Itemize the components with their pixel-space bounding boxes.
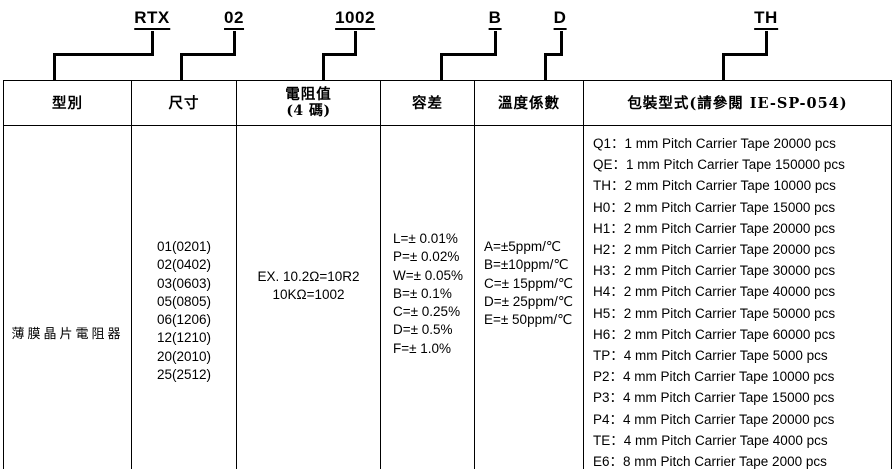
leader-tolerance-cross bbox=[440, 53, 497, 56]
leader-tolerance-drop bbox=[440, 53, 443, 82]
column-header-tolerance: 容差 bbox=[380, 80, 475, 126]
cell-size: 01(0201) 02(0402) 03(0603) 05(0805) 06(1… bbox=[131, 124, 237, 469]
leader-tcr-stem bbox=[560, 31, 563, 56]
leader-packaging-drop bbox=[722, 53, 725, 82]
code-label-packaging: TH bbox=[754, 8, 778, 30]
column-header-resistance-label: 電阻值 bbox=[285, 86, 332, 103]
leader-resistance-cross bbox=[322, 53, 357, 56]
leader-type-stem bbox=[151, 31, 154, 56]
leader-tcr-drop bbox=[544, 53, 547, 82]
code-label-tcr: D bbox=[553, 8, 567, 30]
cell-tcr: A=±5ppm/℃ B=±10ppm/℃ C=± 15ppm/℃ D=± 25p… bbox=[474, 124, 584, 469]
column-header-type: 型別 bbox=[3, 80, 132, 126]
column-header-type-label: 型別 bbox=[52, 94, 83, 112]
cell-resistance: EX. 10.2Ω=10R2 10KΩ=1002 bbox=[236, 124, 381, 469]
leader-size-stem bbox=[233, 31, 236, 56]
column-header-resistance: 電阻值(4 碼) bbox=[236, 80, 381, 126]
leader-packaging-stem bbox=[765, 31, 768, 56]
cell-tcr-text: A=±5ppm/℃ B=±10ppm/℃ C=± 15ppm/℃ D=± 25p… bbox=[484, 239, 573, 328]
column-header-tcr: 溫度係數 bbox=[474, 80, 584, 126]
leader-type-drop bbox=[53, 53, 56, 82]
column-header-tolerance-label: 容差 bbox=[412, 94, 443, 112]
leader-resistance-drop bbox=[322, 53, 325, 82]
leader-resistance-stem bbox=[354, 31, 357, 56]
leader-type-cross bbox=[53, 53, 154, 56]
table-header-row: 型別 尺寸 電阻值(4 碼) 容差 溫度係數 包裝型式(請參閱 IE-SP-05… bbox=[3, 80, 892, 126]
cell-tolerance: L=± 0.01% P=± 0.02% W=± 0.05% B=± 0.1% C… bbox=[380, 124, 475, 469]
cell-size-text: 01(0201) 02(0402) 03(0603) 05(0805) 06(1… bbox=[156, 239, 212, 383]
column-header-resistance-sublabel: (4 碼) bbox=[286, 103, 331, 119]
code-label-tolerance: B bbox=[488, 8, 502, 30]
code-label-resistance: 1002 bbox=[335, 8, 375, 30]
column-header-packaging-label: 包裝型式(請參閱 IE-SP-054) bbox=[627, 94, 848, 112]
leader-size-cross bbox=[180, 53, 236, 56]
leader-tolerance-stem bbox=[494, 31, 497, 56]
cell-type: 薄膜晶片電阻器 bbox=[3, 124, 132, 469]
column-header-tcr-label: 溫度係數 bbox=[498, 94, 560, 112]
cell-packaging-text: Q1：1 mm Pitch Carrier Tape 20000 pcs QE：… bbox=[593, 136, 845, 469]
cell-resistance-text: EX. 10.2Ω=10R2 10KΩ=1002 bbox=[257, 269, 360, 303]
column-header-size: 尺寸 bbox=[131, 80, 237, 126]
leader-packaging-cross bbox=[722, 53, 768, 56]
cell-type-text: 薄膜晶片電阻器 bbox=[11, 327, 124, 342]
code-label-type: RTX bbox=[134, 8, 170, 30]
table-body-row: 薄膜晶片電阻器 01(0201) 02(0402) 03(0603) 05(08… bbox=[3, 124, 892, 469]
leader-tcr-cross bbox=[544, 53, 563, 56]
column-header-packaging: 包裝型式(請參閱 IE-SP-054) bbox=[583, 80, 892, 126]
part-number-definition-table: 型別 尺寸 電阻值(4 碼) 容差 溫度係數 包裝型式(請參閱 IE-SP-05… bbox=[3, 80, 892, 469]
column-header-size-label: 尺寸 bbox=[168, 94, 200, 112]
cell-tolerance-text: L=± 0.01% P=± 0.02% W=± 0.05% B=± 0.1% C… bbox=[393, 231, 464, 356]
code-label-size: 02 bbox=[224, 8, 244, 30]
leader-size-drop bbox=[180, 53, 183, 82]
cell-packaging: Q1：1 mm Pitch Carrier Tape 20000 pcs QE：… bbox=[583, 124, 892, 469]
